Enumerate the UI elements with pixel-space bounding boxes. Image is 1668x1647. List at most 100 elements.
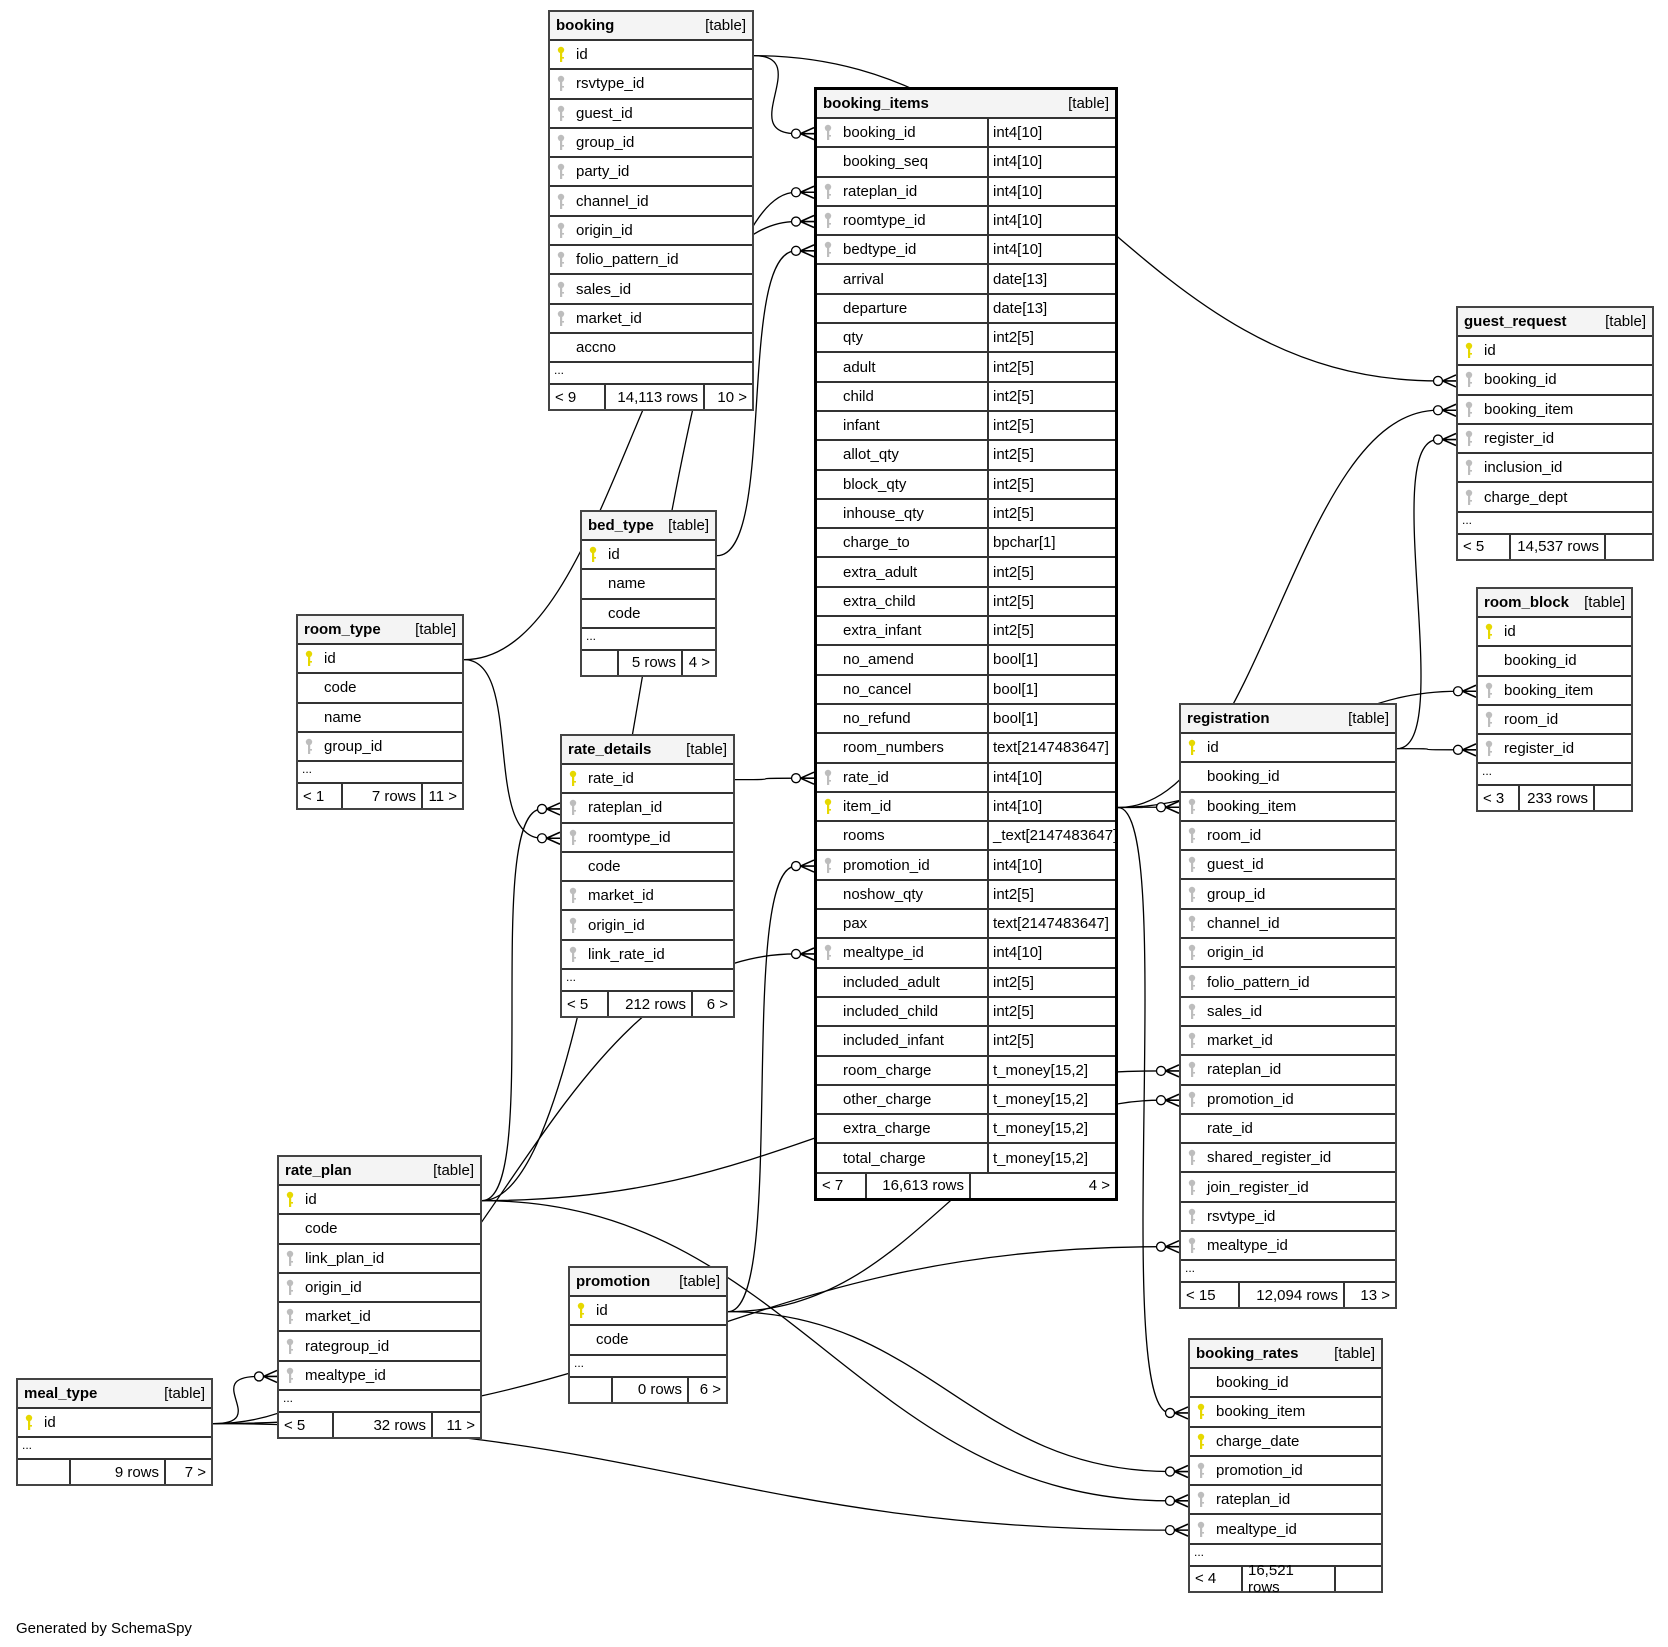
parents-count[interactable]: < 7 [817, 1173, 867, 1198]
column-row[interactable]: block_qty int2[5] [817, 470, 1115, 500]
column-row[interactable]: other_charge t_money[15,2] [817, 1085, 1115, 1116]
column-row[interactable]: room_charge t_money[15,2] [817, 1056, 1115, 1086]
column-row[interactable]: promotion_id [1190, 1457, 1381, 1487]
children-count[interactable]: 7 > [184, 1463, 206, 1481]
column-row[interactable]: booking_item [1181, 793, 1395, 822]
column-row[interactable]: mealtype_id [1190, 1515, 1381, 1545]
column-row[interactable]: rsvtype_id [550, 70, 752, 100]
column-row[interactable]: rate_id [1181, 1115, 1395, 1145]
column-row[interactable]: accno [550, 334, 752, 364]
column-row[interactable]: name [582, 570, 715, 600]
table-meal-type[interactable]: meal_type [table] id ... 9 rows 7 > [16, 1378, 213, 1487]
table-header[interactable]: rate_plan [table] [279, 1157, 480, 1186]
column-row[interactable]: no_cancel bool[1] [817, 675, 1115, 705]
column-row[interactable]: group_id [1181, 880, 1395, 910]
parents-count[interactable]: < 5 [562, 992, 609, 1017]
column-row[interactable]: market_id [562, 882, 733, 912]
column-row[interactable]: allot_qty int2[5] [817, 441, 1115, 471]
children-count[interactable]: 4 > [688, 654, 710, 672]
column-row[interactable]: sales_id [550, 275, 752, 305]
column-row[interactable]: id [1478, 618, 1631, 648]
table-room-type[interactable]: room_type [table] id code name group_id … [296, 614, 464, 811]
table-header[interactable]: room_type [table] [298, 616, 462, 645]
column-row[interactable]: booking_id [1181, 763, 1395, 793]
table-booking[interactable]: booking [table] id rsvtype_id guest_id g… [548, 10, 754, 412]
parents-count[interactable]: < 5 [279, 1413, 334, 1438]
column-row[interactable]: market_id [550, 305, 752, 334]
column-row[interactable]: channel_id [550, 187, 752, 217]
column-row[interactable]: origin_id [562, 911, 733, 941]
column-row[interactable]: booking_id [1458, 366, 1652, 396]
column-row[interactable]: rateplan_id [562, 794, 733, 824]
table-rate-details[interactable]: rate_details [table] rate_id rateplan_id… [560, 734, 735, 1019]
table-room-block[interactable]: room_block [table] id booking_id booking… [1476, 587, 1633, 813]
column-row[interactable]: no_refund bool[1] [817, 704, 1115, 735]
more-columns[interactable]: ... [562, 970, 733, 993]
column-row[interactable]: extra_child int2[5] [817, 587, 1115, 618]
column-row[interactable]: booking_id int4[10] [817, 119, 1115, 149]
more-columns[interactable]: ... [1181, 1261, 1395, 1284]
table-booking-items[interactable]: booking_items [table] booking_id int4[10… [814, 87, 1118, 1201]
column-row[interactable]: booking_item [1478, 677, 1631, 706]
table-booking-rates[interactable]: booking_rates [table] booking_id booking… [1188, 1338, 1383, 1596]
column-row[interactable]: inhouse_qty int2[5] [817, 499, 1115, 530]
column-row[interactable]: booking_item [1458, 396, 1652, 425]
column-row[interactable]: item_id int4[10] [817, 792, 1115, 823]
column-row[interactable]: code [582, 600, 715, 629]
table-header[interactable]: meal_type [table] [18, 1380, 211, 1409]
column-row[interactable]: link_plan_id [279, 1245, 480, 1274]
parents-count[interactable] [18, 1460, 71, 1485]
column-row[interactable]: child int2[5] [817, 382, 1115, 412]
column-row[interactable]: code [279, 1215, 480, 1245]
column-row[interactable]: channel_id [1181, 910, 1395, 940]
parents-count[interactable]: < 4 [1190, 1566, 1243, 1591]
column-row[interactable]: room_numbers text[2147483647] [817, 734, 1115, 764]
column-row[interactable]: rate_id int4[10] [817, 763, 1115, 793]
more-columns[interactable]: ... [1458, 513, 1652, 535]
table-header[interactable]: booking_items [table] [817, 90, 1115, 119]
column-row[interactable]: origin_id [279, 1274, 480, 1304]
parents-count[interactable] [582, 650, 619, 675]
children-count[interactable] [1595, 786, 1631, 810]
column-row[interactable]: included_child int2[5] [817, 997, 1115, 1028]
column-row[interactable]: sales_id [1181, 998, 1395, 1027]
table-bed-type[interactable]: bed_type [table] id name code ... 5 rows… [580, 510, 717, 677]
column-row[interactable]: booking_id [1190, 1369, 1381, 1399]
column-row[interactable]: mealtype_id [1181, 1232, 1395, 1262]
column-row[interactable]: inclusion_id [1458, 454, 1652, 484]
more-columns[interactable]: ... [1478, 764, 1631, 787]
table-guest-request[interactable]: guest_request [table] id booking_id book… [1456, 306, 1654, 561]
column-row[interactable]: id [298, 645, 462, 675]
more-columns[interactable]: ... [298, 762, 462, 785]
table-header[interactable]: bed_type [table] [582, 512, 715, 541]
parents-count[interactable]: < 1 [298, 784, 343, 809]
column-row[interactable]: code [570, 1326, 726, 1356]
column-row[interactable]: charge_dept [1458, 483, 1652, 513]
column-row[interactable]: name [298, 704, 462, 733]
column-row[interactable]: id [279, 1186, 480, 1216]
column-row[interactable]: group_id [550, 129, 752, 159]
column-row[interactable]: group_id [298, 733, 462, 763]
column-row[interactable]: folio_pattern_id [550, 246, 752, 276]
column-row[interactable]: booking_seq int4[10] [817, 148, 1115, 178]
column-row[interactable]: rateplan_id int4[10] [817, 177, 1115, 207]
column-row[interactable]: departure date[13] [817, 294, 1115, 325]
column-row[interactable]: join_register_id [1181, 1173, 1395, 1203]
column-row[interactable]: extra_infant int2[5] [817, 617, 1115, 647]
column-row[interactable]: register_id [1478, 735, 1631, 765]
children-count[interactable] [1606, 535, 1652, 559]
column-row[interactable]: noshow_qty int2[5] [817, 880, 1115, 911]
column-row[interactable]: bedtype_id int4[10] [817, 236, 1115, 266]
table-header[interactable]: booking [table] [550, 12, 752, 41]
column-row[interactable]: id [570, 1297, 726, 1327]
parents-count[interactable]: < 3 [1478, 786, 1520, 811]
column-row[interactable]: booking_id [1478, 647, 1631, 677]
table-rate-plan[interactable]: rate_plan [table] id code link_plan_id o… [277, 1155, 482, 1440]
column-row[interactable]: included_adult int2[5] [817, 968, 1115, 998]
column-row[interactable]: code [298, 674, 462, 704]
children-count[interactable]: 6 > [699, 1381, 721, 1399]
column-row[interactable]: id [1181, 734, 1395, 764]
column-row[interactable]: charge_to bpchar[1] [817, 529, 1115, 559]
parents-count[interactable]: < 9 [550, 385, 606, 410]
column-row[interactable]: code [562, 853, 733, 883]
